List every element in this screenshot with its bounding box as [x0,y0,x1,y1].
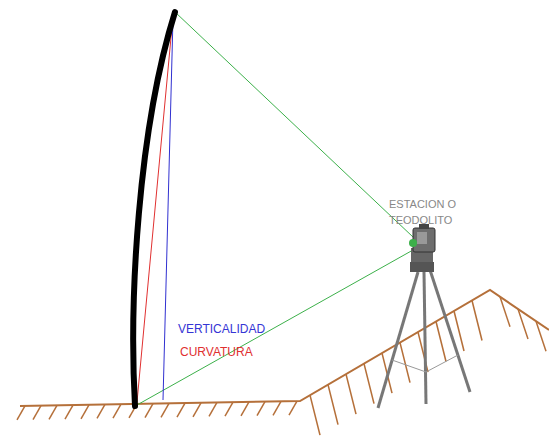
hatch-stroke [17,406,25,420]
hatch-stroke [225,402,233,416]
sight-line-base [137,250,413,405]
pole [133,12,175,406]
hatch-stroke [400,343,410,383]
hatch-stroke [436,322,446,362]
hatch-stroke [193,403,201,417]
ground-hatching [17,297,546,435]
hatch-stroke [81,405,89,419]
hatch-stroke [145,404,153,418]
curvature-line [137,16,173,402]
hatch-stroke [209,402,217,416]
hatch-stroke [328,385,338,425]
hatch-stroke [257,402,265,416]
hatch-stroke [113,404,121,418]
hatch-stroke [364,364,374,404]
hatch-stroke [97,404,105,418]
verticality-label: VERTICALIDAD [178,321,265,338]
hatch-stroke [33,406,41,420]
hatch-stroke [161,403,169,417]
hatch-stroke [289,401,297,415]
hatch-stroke [49,405,57,419]
hatch-stroke [177,403,185,417]
hatch-stroke [472,301,482,341]
verticality-line [163,18,173,400]
hatch-stroke [346,374,356,414]
total-station [378,224,470,408]
sight-line-top [175,12,413,237]
hatch-stroke [273,401,281,415]
hatch-stroke [310,395,320,435]
hatch-stroke [65,405,73,419]
curvature-label: CURVATURA [180,344,253,361]
station-label: ESTACION O TEODOLITO [389,196,461,228]
hatch-stroke [241,402,249,416]
